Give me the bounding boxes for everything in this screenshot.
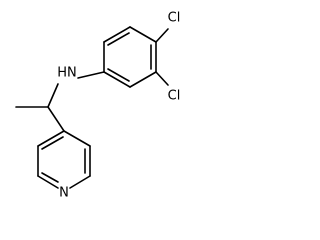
bond-nh-ch [47,83,59,108]
bond-ring-a-4-inner [107,68,130,82]
bond-aryl-nh [77,71,105,79]
atom-label-n-ring: N [59,186,69,201]
bond-ring-b-4-inner [41,172,59,183]
bond-ring-a-6 [103,26,131,43]
bond-ch-pyridine [47,106,65,132]
chemical-structure-diagram: Cl Cl HN N [15,11,181,201]
bond-ring-b-6 [37,130,65,147]
atom-label-nh: HN [57,66,77,81]
bond-ring-a-1 [129,26,157,43]
atom-label-cl-bottom: Cl [168,89,181,104]
bond-cl-top [155,28,169,43]
bond-cl-bottom [155,71,169,86]
bond-ring-b-3 [69,175,91,189]
bond-ring-a-3 [129,71,157,88]
bond-ring-b-4 [37,175,59,189]
atom-label-cl-top: Cl [168,11,181,26]
bond-ring-a-4 [103,71,131,88]
bond-ring-b-6-inner [41,136,64,150]
pyridine-ring [37,130,91,189]
dichlorophenyl-ring [103,26,157,88]
bond-ring-b-1 [63,130,91,147]
bond-ring-a-6-inner [107,32,130,46]
